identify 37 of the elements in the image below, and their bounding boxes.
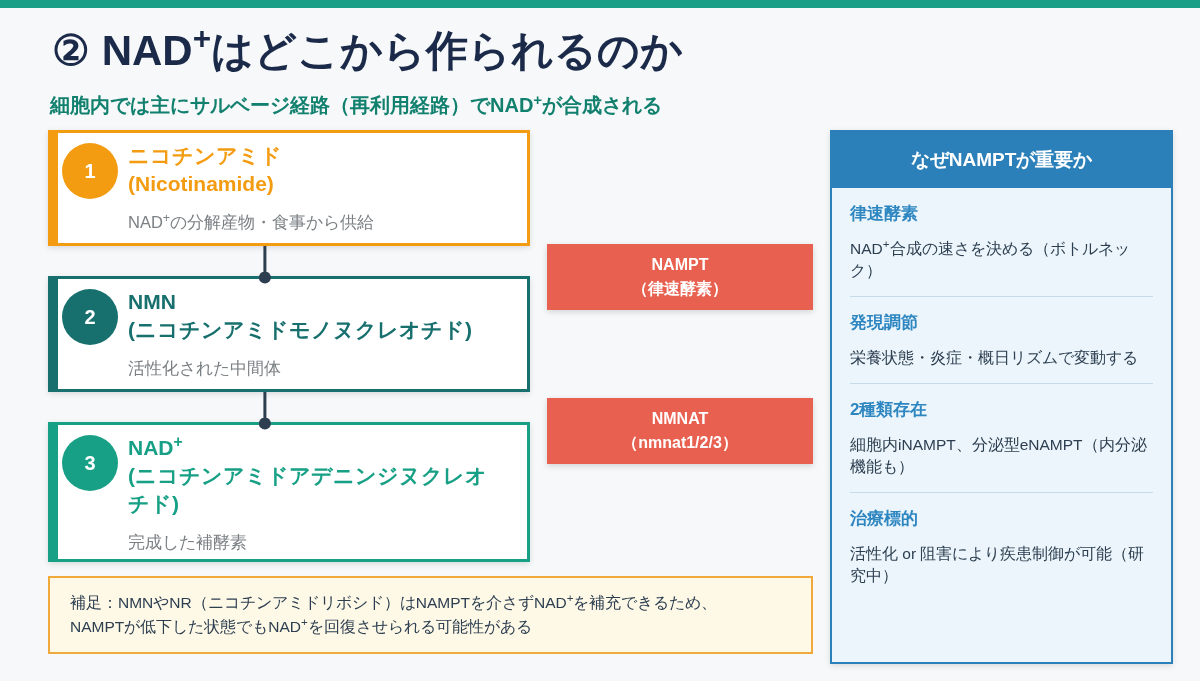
enzyme-name: NAMPT [651,255,709,275]
connector-line [258,246,271,284]
step-number: 2 [62,289,118,345]
step-full-name: (Nicotinamide) [128,171,274,197]
section-text: 活性化 or 阻害により疾患制御が可能（研究中） [850,544,1146,586]
step-description: 完成した補酵素 [128,532,247,553]
info-panel [830,130,1173,664]
step-number: 1 [62,143,118,199]
section-text: NAD$^{+}$合成の速さを決める（ボトルネック） [850,238,1131,281]
step-full-name: (ニコチンアミドモノヌクレオチド) [128,317,472,343]
step-card [48,276,530,392]
section-heading: 律速酵素 [850,203,918,225]
step-card [48,130,530,246]
step-card [48,422,530,562]
page-title: ② NAD$^{+}$はどこから作られるのか [52,24,684,76]
enzyme-box [547,398,813,464]
enzyme-note: （律速酵素） [632,279,728,299]
enzyme-name: NMNAT [651,409,709,429]
step-description: 活性化された中間体 [128,358,281,379]
step-name: ニコチンアミド [128,143,282,169]
section-heading: 2種類存在 [850,399,928,421]
page-subtitle: 細胞内では主にサルベージ経路（再利用経路）でNAD$^{+}$が合成される [50,91,663,118]
connector-line [258,392,271,430]
section-text: 細胞内iNAMPT、分泌型eNAMPT（内分泌機能も） [850,435,1148,477]
step-number: 3 [62,435,118,491]
section-heading: 治療標的 [850,508,918,530]
section-text: 栄養状態・炎症・概日リズムで変動する [850,348,1139,368]
enzyme-note: （nmnat1/2/3） [622,433,738,453]
enzyme-box [547,244,813,310]
section-heading: 発現調節 [850,312,918,334]
step-name: NMN [128,289,176,315]
step-description: NAD$^{+}$の分解産物・食事から供給 [128,211,375,233]
note-text: 補足：NMNやNR（ニコチンアミドリボシド）はNAMPTを介さずNAD$^{+}$を補充できるため、NAMPTが低下した状態でもNAD$^{+}$を回復させられる可能性がある [70,591,719,637]
step-name: NAD$^{+}$ [128,434,183,461]
step-full-name: (ニコチンアミドアデニンジヌクレオチド) [128,463,487,517]
panel-header: なぜNAMPTが重要か [832,132,1171,188]
note-box [48,576,813,654]
